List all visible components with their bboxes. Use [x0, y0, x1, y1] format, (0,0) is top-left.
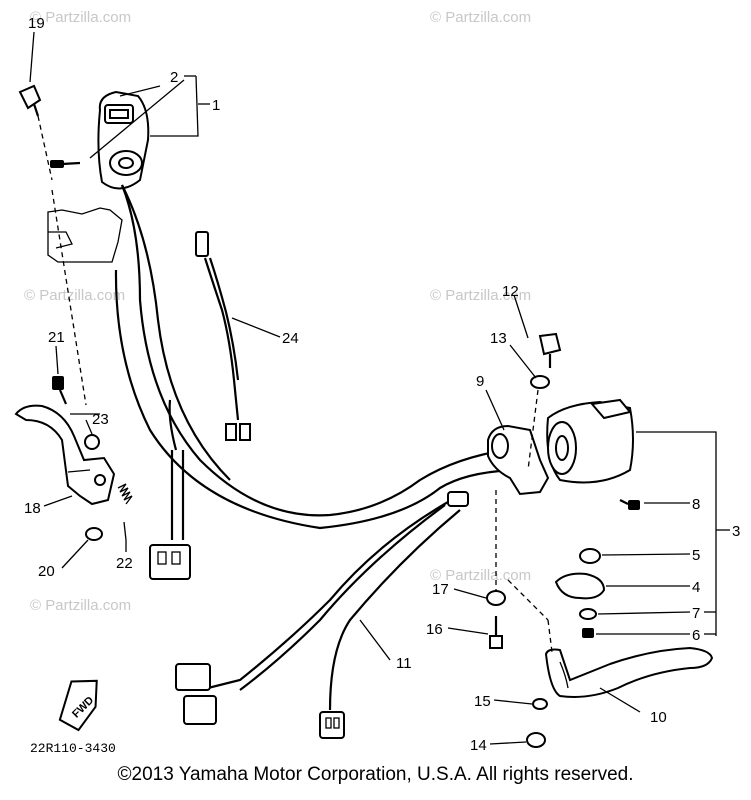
callout-8: 8	[692, 496, 700, 513]
diagram-part-code: 22R110-3430	[30, 741, 116, 756]
callout-23: 23	[92, 411, 109, 428]
callout-11: 11	[396, 655, 412, 672]
callout-7: 7	[692, 605, 700, 622]
copyright-notice: ©2013 Yamaha Motor Corporation, U.S.A. A…	[117, 764, 634, 785]
callout-13: 13	[490, 330, 507, 347]
callout-18: 18	[24, 500, 41, 517]
callout-24: 24	[282, 330, 299, 347]
watermark: © Partzilla.com	[430, 9, 531, 26]
watermark: © Partzilla.com	[24, 287, 125, 304]
brake-lever-10	[507, 579, 714, 698]
watermarks: © Partzilla.com © Partzilla.com © Partzi…	[24, 9, 531, 614]
callout-20: 20	[38, 563, 55, 580]
bolt-21	[52, 376, 68, 405]
switch-plate-4	[554, 572, 606, 600]
watermark: © Partzilla.com	[430, 287, 531, 304]
callout-17: 17	[432, 581, 449, 598]
screw-2	[50, 160, 81, 168]
callout-4: 4	[692, 579, 700, 596]
right-handlebar-switch	[546, 398, 634, 484]
left-lever-holder	[47, 189, 123, 406]
callout-21: 21	[48, 329, 65, 346]
watermark: © Partzilla.com	[430, 567, 531, 584]
callout-22: 22	[116, 555, 133, 572]
spring-22	[117, 483, 133, 541]
callout-6: 6	[692, 627, 700, 644]
callout-10: 10	[650, 709, 667, 726]
callout-1: 1	[212, 97, 220, 114]
leader-lines	[29, 31, 730, 745]
washer-13	[527, 375, 550, 471]
screw-8	[619, 499, 640, 510]
clutch-lever-18	[14, 404, 116, 506]
callout-9: 9	[476, 373, 484, 390]
callout-15: 15	[474, 693, 491, 710]
callout-5: 5	[692, 547, 700, 564]
callout-19: 19	[28, 15, 45, 32]
watermark: © Partzilla.com	[30, 597, 131, 614]
callouts: 19 2 1 24 21 23 18 22 20 12 13 9 3 8 5 4…	[24, 15, 740, 754]
watermark: © Partzilla.com	[30, 9, 131, 26]
lead-24	[195, 231, 251, 441]
left-handlebar-switch	[97, 90, 150, 190]
connector-left	[149, 544, 191, 580]
callout-14: 14	[470, 737, 487, 754]
master-cylinder-clamp-9	[487, 424, 550, 496]
bolt-16	[489, 616, 503, 649]
callout-3: 3	[732, 523, 740, 540]
callout-16: 16	[426, 621, 443, 638]
nut-17	[486, 490, 506, 606]
nut-20	[85, 527, 103, 541]
nut-5	[579, 548, 601, 564]
wiring-harness	[114, 184, 526, 540]
bolt-12	[538, 332, 562, 368]
pin-15	[532, 698, 548, 710]
washer-7	[579, 608, 597, 620]
screw-6	[582, 628, 594, 638]
callout-12: 12	[502, 283, 519, 300]
callout-2: 2	[170, 69, 178, 86]
cable-11	[199, 491, 469, 711]
fwd-arrow: FWD	[58, 679, 98, 732]
bolt-19	[18, 84, 53, 181]
nut-14	[526, 732, 546, 748]
connector-lower-left	[175, 663, 345, 739]
nut-23	[84, 434, 100, 450]
